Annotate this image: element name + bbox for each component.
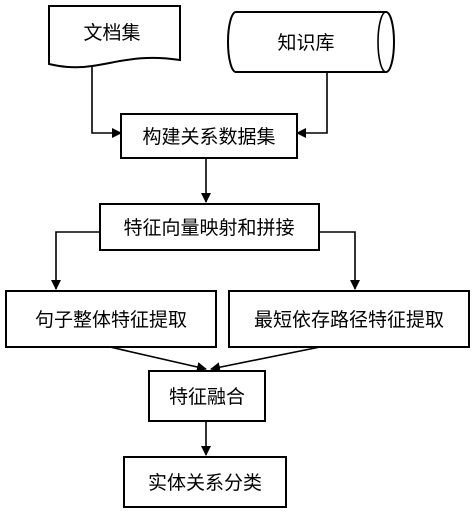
classification-box	[123, 456, 287, 508]
cylinder-rim	[377, 11, 387, 73]
feature-mapping-box	[99, 203, 320, 251]
node-document-set-label: 文档集	[83, 22, 140, 44]
edge-mapping-to-sdp	[319, 231, 360, 290]
build-dataset-box	[120, 113, 298, 159]
node-feature-fusion: 特征融合	[148, 370, 266, 422]
node-classification-label: 实体关系分类	[148, 472, 262, 494]
node-feature-mapping: 特征向量映射和拼接	[99, 203, 320, 251]
node-knowledge-base: 知识库	[227, 11, 395, 73]
edge-mapping-to-sentence	[51, 231, 100, 290]
edge-knowledge-to-dataset	[296, 72, 328, 138]
node-sdp-features-label: 最短依存路径特征提取	[254, 309, 444, 331]
edge-sdp-to-fusion	[210, 346, 321, 373]
node-feature-fusion-label: 特征融合	[169, 386, 245, 408]
node-build-dataset-label: 构建关系数据集	[142, 126, 275, 148]
node-sentence-features-label: 句子整体特征提取	[35, 309, 187, 331]
node-sdp-features: 最短依存路径特征提取	[228, 290, 470, 348]
node-classification: 实体关系分类	[123, 456, 287, 508]
edge-sentence-to-fusion	[109, 346, 207, 372]
node-feature-mapping-label: 特征向量映射和拼接	[123, 217, 294, 239]
sdp-features-box	[228, 290, 470, 348]
sentence-features-box	[5, 290, 217, 348]
document-shape	[48, 5, 181, 69]
connectors	[51, 66, 360, 456]
edge-document-to-dataset	[91, 66, 122, 138]
node-build-dataset: 构建关系数据集	[120, 113, 298, 159]
node-document-set: 文档集	[48, 5, 181, 69]
node-sentence-features: 句子整体特征提取	[5, 290, 217, 348]
feature-fusion-box	[148, 370, 266, 422]
node-knowledge-base-label: 知识库	[277, 32, 334, 54]
